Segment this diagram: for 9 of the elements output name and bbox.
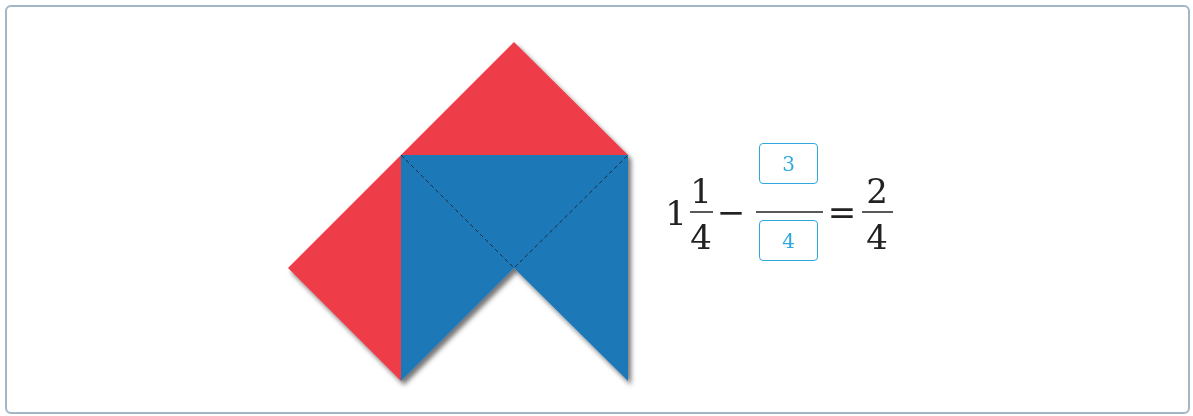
- denominator: 4: [866, 220, 888, 254]
- answer-box: 3: [759, 143, 818, 184]
- numerator: 2: [866, 174, 888, 208]
- denominator: 4: [690, 220, 712, 254]
- numerator: 1: [690, 174, 712, 208]
- equals-sign: =: [827, 195, 857, 229]
- answer-box: 4: [759, 220, 818, 261]
- minus-sign: −: [716, 195, 746, 229]
- whole-number: 1: [665, 196, 687, 230]
